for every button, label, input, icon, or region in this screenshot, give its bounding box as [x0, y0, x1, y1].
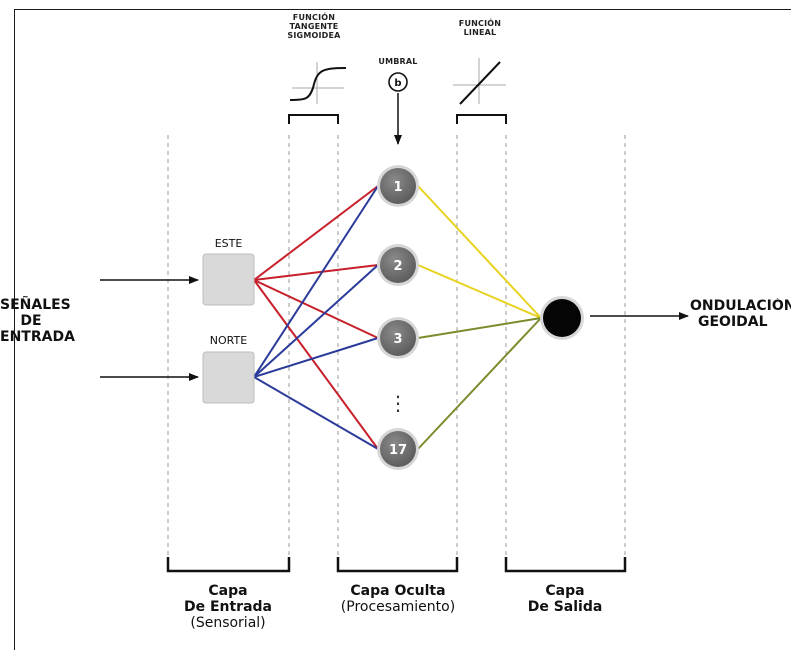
hidden-layer-bracket	[336, 557, 459, 573]
input-layer-title: De Entrada	[183, 599, 273, 616]
hidden-3-to-output-link	[417, 317, 542, 339]
layer-guides	[167, 135, 626, 560]
hidden-output-connections	[417, 185, 542, 450]
signals-label-line: DE	[20, 313, 42, 330]
hidden-2-to-output-link	[417, 264, 542, 319]
output-label: ONDULACIÓN GEOIDAL	[690, 298, 791, 330]
input-layer-title: Capa	[208, 583, 248, 599]
input-signals-label: SEÑALES DE ENTRADA	[0, 297, 75, 346]
hidden-1-to-output-link	[417, 185, 542, 319]
sigmoid-label-line: TANGENTE	[289, 22, 339, 32]
hidden-nodes: 1 2 3 17	[377, 165, 419, 470]
output-node	[540, 296, 584, 340]
este-to-hidden-3-link	[253, 279, 379, 339]
linear-label-line: FUNCIÓN	[458, 19, 502, 28]
threshold-label: UMBRAL	[378, 57, 418, 66]
output-layer-title: Capa	[545, 583, 585, 599]
norte-to-hidden-2-link	[253, 264, 379, 378]
frame-top-border	[14, 9, 791, 10]
linear-function-label: FUNCIÓN LINEAL	[450, 19, 510, 37]
norte-label: NORTE	[209, 334, 248, 347]
sigmoid-label-line: FUNCIÓN	[292, 13, 336, 22]
hidden-layer-caption: Capa Oculta (Procesamiento)	[322, 583, 474, 615]
hidden-ellipsis: ⋮	[388, 391, 408, 415]
hidden-node-3: 3	[377, 317, 419, 359]
hidden-neuron	[380, 168, 416, 204]
norte-to-hidden-17-link	[253, 376, 379, 450]
output-layer-title: De Salida	[527, 599, 603, 616]
output-label-line: ONDULACIÓN	[690, 298, 791, 314]
este-label: ESTE	[214, 237, 243, 250]
sigmoid-bracket	[288, 114, 339, 124]
sigmoid-label-line: SIGMOIDEA	[287, 31, 341, 41]
sigmoid-function-icon	[289, 62, 347, 104]
linear-label-line: LINEAL	[463, 28, 497, 38]
hidden-layer-title: Capa Oculta	[350, 583, 446, 599]
bias-circle	[388, 72, 408, 92]
output-layer-bracket	[504, 557, 627, 573]
signals-label-line: ENTRADA	[0, 329, 75, 346]
hidden-node-number: 1	[393, 180, 402, 195]
output-neuron	[543, 299, 581, 337]
bias-symbol: b	[394, 78, 401, 89]
hidden-neuron	[380, 431, 416, 467]
input-nodes	[202, 253, 255, 404]
hidden-node-number: 17	[389, 443, 407, 458]
linear-function-icon	[453, 58, 506, 105]
hidden-neuron	[380, 320, 416, 356]
input-node-este	[202, 253, 255, 306]
este-to-hidden-2-link	[253, 264, 379, 281]
input-hidden-connections	[253, 185, 379, 450]
input-node-norte	[202, 351, 255, 404]
hidden-node-number: 2	[393, 259, 402, 274]
function-brackets	[288, 114, 507, 124]
hidden-layer-subtitle: (Procesamiento)	[340, 599, 456, 616]
output-label-line: GEOIDAL	[698, 314, 768, 331]
este-to-hidden-1-link	[253, 185, 379, 281]
frame-left-border	[14, 9, 15, 650]
input-layer-subtitle: (Sensorial)	[190, 615, 266, 632]
input-layer-caption: Capa De Entrada (Sensorial)	[163, 583, 293, 631]
threshold-bias: b	[388, 72, 408, 145]
input-layer-bracket	[166, 557, 291, 573]
hidden-node-17: 17	[377, 428, 419, 470]
input-signal-arrows	[100, 276, 689, 381]
linear-bracket	[456, 114, 507, 124]
output-layer-caption: Capa De Salida	[500, 583, 630, 615]
hidden-node-number: 3	[393, 332, 402, 347]
layer-brackets	[166, 557, 627, 573]
norte-to-hidden-3-link	[253, 337, 379, 378]
hidden-node-1: 1	[377, 165, 419, 207]
signals-label-line: SEÑALES	[0, 297, 71, 313]
hidden-neuron	[380, 247, 416, 283]
sigmoid-function-label: FUNCIÓN TANGENTE SIGMOIDEA	[280, 13, 348, 41]
hidden-node-2: 2	[377, 244, 419, 286]
norte-to-hidden-1-link	[253, 185, 379, 378]
hidden-17-to-output-link	[417, 317, 542, 450]
este-to-hidden-17-link	[253, 279, 379, 450]
